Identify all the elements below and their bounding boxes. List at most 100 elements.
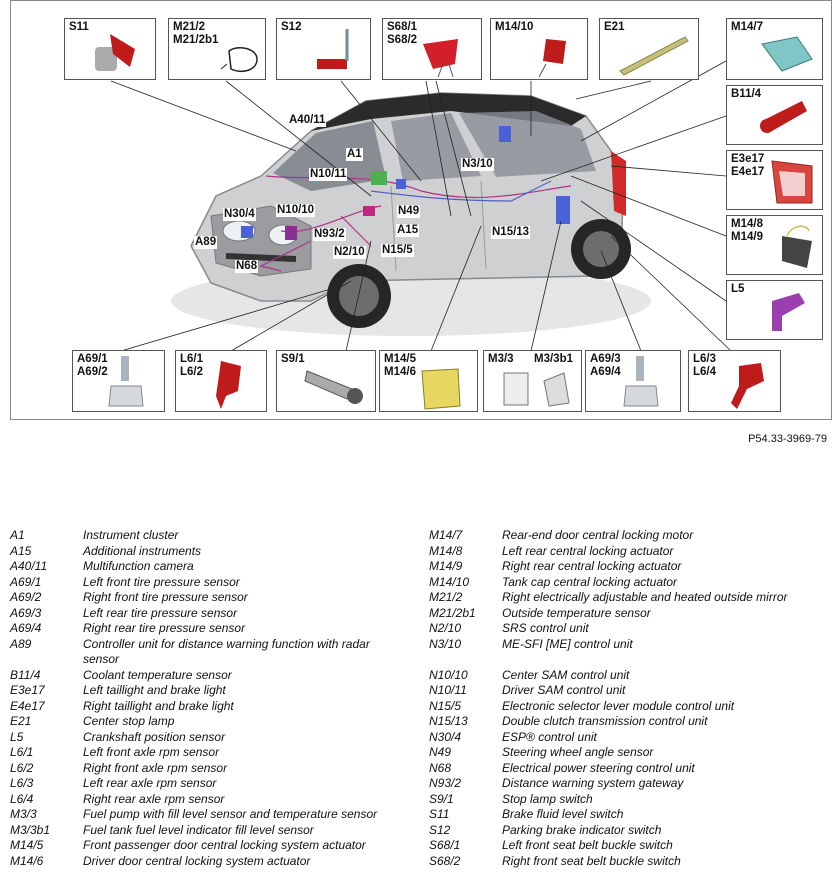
legend-description: Right taillight and brake light <box>83 699 403 715</box>
legend-description: Distance warning system gateway <box>502 776 822 792</box>
component-box-l5: L5 <box>726 280 823 340</box>
legend-row: A15Additional instruments <box>10 544 420 560</box>
taillight-icon <box>727 151 822 209</box>
legend-description: Right rear axle rpm sensor <box>83 792 403 808</box>
component-box-m3-3: M3/3 M3/3b1 <box>483 350 582 412</box>
component-box-a69-1: A69/1 A69/2 <box>72 350 165 412</box>
legend-code: E3e17 <box>10 683 83 699</box>
n1513-marker <box>556 196 570 224</box>
component-box-s9-1: S9/1 <box>276 350 376 412</box>
legend-code: E21 <box>10 714 83 730</box>
parking-brake-switch-icon <box>277 19 370 79</box>
component-location-figure: S11 M21/2 M21/2b1 S12 S68/1 S68/2 M14/10… <box>10 0 832 420</box>
legend-description: Controller unit for distance warning fun… <box>83 637 403 668</box>
tank-cap-actuator-icon <box>491 19 587 79</box>
component-box-s12: S12 <box>276 18 371 80</box>
legend-code: M3/3b1 <box>10 823 83 839</box>
legend-row: A40/11Multifunction camera <box>10 559 420 575</box>
legend-code: L6/3 <box>10 776 83 792</box>
legend-description: Left rear axle rpm sensor <box>83 776 403 792</box>
outside-mirror-icon <box>169 19 265 79</box>
legend-description: Stop lamp switch <box>502 792 822 808</box>
legend-code: N68 <box>429 761 502 777</box>
legend-description: Rear-end door central locking motor <box>502 528 822 544</box>
legend-code: N3/10 <box>429 637 502 653</box>
seat-belt-switch-icon <box>383 19 481 79</box>
crankshaft-sensor-icon <box>727 281 822 339</box>
legend-code: M3/3 <box>10 807 83 823</box>
legend-code: N30/4 <box>429 730 502 746</box>
legend-row: M21/2b1Outside temperature sensor <box>429 606 837 622</box>
component-box-l6-1: L6/1 L6/2 <box>175 350 267 412</box>
legend-code: A1 <box>10 528 83 544</box>
legend-code: M14/6 <box>10 854 83 870</box>
legend-description: Fuel tank fuel level indicator fill leve… <box>83 823 403 839</box>
legend-description: Center SAM control unit <box>502 668 822 684</box>
legend-description: Additional instruments <box>83 544 403 560</box>
grille <box>226 256 296 259</box>
legend-description: Right rear tire pressure sensor <box>83 621 403 637</box>
component-box-s68: S68/1 S68/2 <box>382 18 482 80</box>
legend-code: M21/2b1 <box>429 606 502 622</box>
legend-row: N15/5Electronic selector lever module co… <box>429 699 837 715</box>
legend-description: Right rear central locking actuator <box>502 559 822 575</box>
car-label-a1: A1 <box>346 148 363 161</box>
legend-row: N49Steering wheel angle sensor <box>429 745 837 761</box>
car-label-n10-10: N10/10 <box>276 204 315 217</box>
legend-code: M14/5 <box>10 838 83 854</box>
legend-code: N15/5 <box>429 699 502 715</box>
legend-code: M14/8 <box>429 544 502 560</box>
car-label-n49: N49 <box>397 205 420 218</box>
legend-row: M14/10Tank cap central locking actuator <box>429 575 837 591</box>
car-label-a89: A89 <box>194 236 217 249</box>
legend-code: S68/1 <box>429 838 502 854</box>
legend-description: Crankshaft position sensor <box>83 730 403 746</box>
legend-row <box>429 652 837 668</box>
legend-description: ME-SFI [ME] control unit <box>502 637 822 653</box>
coolant-sensor-icon <box>727 86 822 144</box>
legend-code <box>429 652 502 668</box>
legend-description: Right front seat belt buckle switch <box>502 854 822 870</box>
legend-description: Electronic selector lever module control… <box>502 699 822 715</box>
legend-code: M14/7 <box>429 528 502 544</box>
legend-row: N10/10Center SAM control unit <box>429 668 837 684</box>
legend-code: N49 <box>429 745 502 761</box>
legend-description: Electrical power steering control unit <box>502 761 822 777</box>
legend-description <box>502 652 822 668</box>
legend-description: Center stop lamp <box>83 714 403 730</box>
legend-description: Double clutch transmission control unit <box>502 714 822 730</box>
legend-code: A69/2 <box>10 590 83 606</box>
brake-fluid-switch-icon <box>65 19 155 79</box>
legend-description: Steering wheel angle sensor <box>502 745 822 761</box>
car-label-n2-10: N2/10 <box>333 246 366 259</box>
legend-row: A89Controller unit for distance warning … <box>10 637 420 668</box>
legend-code: M21/2 <box>429 590 502 606</box>
legend-code: B11/4 <box>10 668 83 684</box>
legend-description: Parking brake indicator switch <box>502 823 822 839</box>
a89-marker <box>241 226 253 238</box>
component-box-m14-5: M14/5 M14/6 <box>379 350 478 412</box>
legend-description: Left front axle rpm sensor <box>83 745 403 761</box>
legend-row: N2/10SRS control unit <box>429 621 837 637</box>
car-label-n68: N68 <box>235 260 258 273</box>
legend-description: Right electrically adjustable and heated… <box>502 590 822 606</box>
legend-code: S9/1 <box>429 792 502 808</box>
component-box-m14-10: M14/10 <box>490 18 588 80</box>
rear-lock-actuator-icon <box>727 216 822 274</box>
legend-row: S12Parking brake indicator switch <box>429 823 837 839</box>
